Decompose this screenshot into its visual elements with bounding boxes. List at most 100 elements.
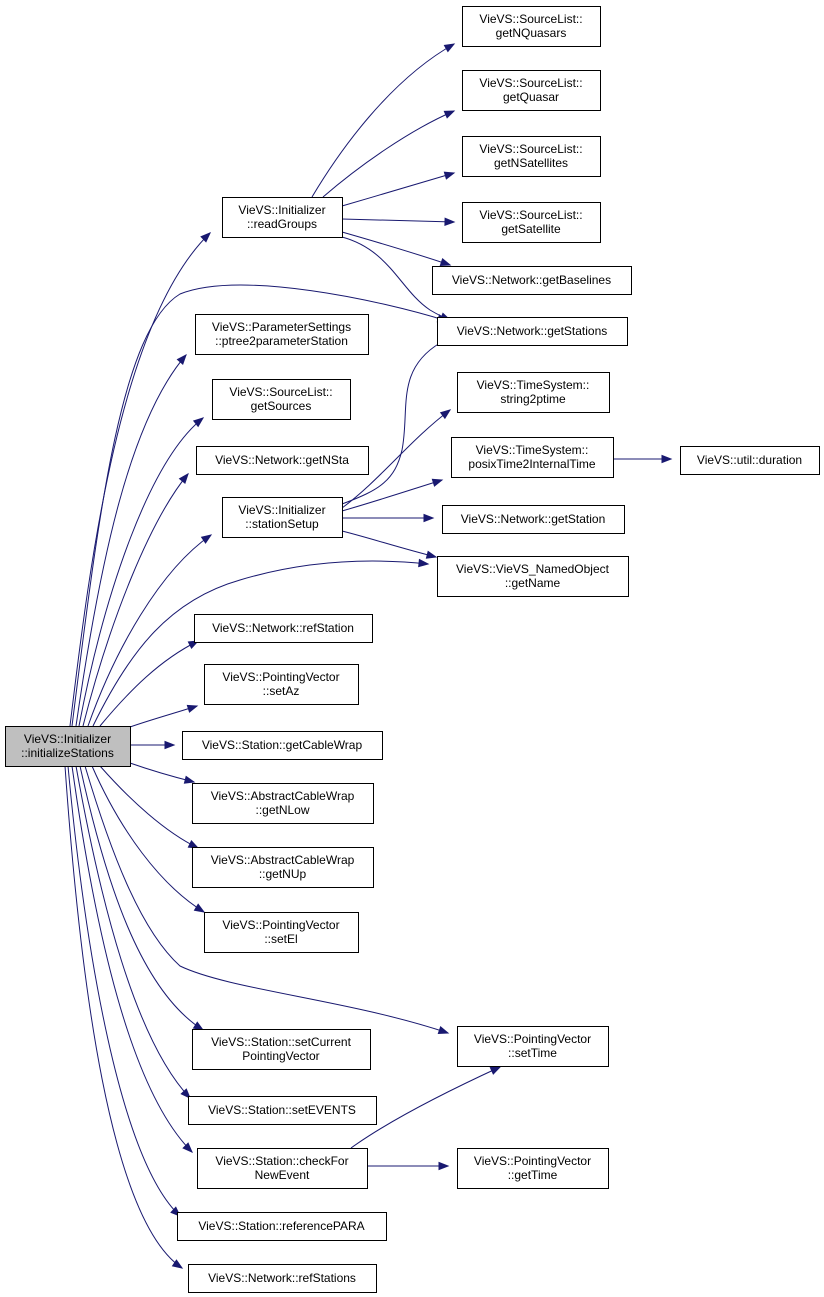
- node-box: [451, 437, 614, 478]
- node-label: VieVS::SourceList::: [479, 142, 582, 156]
- edge-line: [75, 354, 187, 727]
- node-label: getNQuasars: [496, 26, 567, 40]
- node-box: [5, 726, 131, 767]
- node-setEVENTS[interactable]: VieVS::Station::setEVENTS: [188, 1096, 377, 1125]
- node-box: [195, 314, 369, 355]
- node-initializeStations[interactable]: VieVS::Initializer::initializeStations: [5, 726, 131, 767]
- edge-readGroups-to-getNSatellites: [341, 171, 456, 207]
- node-getStation[interactable]: VieVS::Network::getStation: [442, 505, 625, 534]
- node-label: VieVS::Initializer: [24, 732, 111, 746]
- edge-arrowhead-icon: [176, 353, 187, 365]
- edge-readGroups-to-getNQuasars: [311, 43, 456, 198]
- edge-stationSetup-to-posixTime2InternalTime: [341, 478, 444, 512]
- node-getStations[interactable]: VieVS::Network::getStations: [437, 317, 628, 346]
- node-box: [196, 446, 369, 475]
- edge-readGroups-to-getBaselines: [341, 231, 452, 267]
- edge-arrowhead-icon: [418, 558, 430, 568]
- node-setEl[interactable]: VieVS::PointingVector::setEl: [204, 912, 359, 953]
- node-getCableWrap[interactable]: VieVS::Station::getCableWrap: [182, 731, 383, 760]
- edge-initializeStations-to-ptree2parameterStation: [75, 353, 187, 727]
- node-label: VieVS::AbstractCableWrap: [211, 853, 355, 867]
- edge-initializeStations-to-setTime: [84, 765, 450, 1034]
- edge-stationSetup-to-string2ptime: [341, 409, 452, 509]
- edge-stationSetup-to-getName: [341, 530, 438, 559]
- node-stationSetup[interactable]: VieVS::Initializer::stationSetup: [222, 497, 343, 538]
- node-box: [212, 379, 351, 420]
- node-label: getSatellite: [501, 222, 561, 236]
- node-label: getQuasar: [503, 90, 559, 104]
- edge-line: [341, 479, 443, 512]
- edge-arrowhead-icon: [438, 1161, 450, 1171]
- edge-line: [71, 765, 193, 1153]
- node-label: VieVS::Network::getStations: [457, 324, 608, 338]
- node-refStation[interactable]: VieVS::Network::refStation: [194, 614, 373, 643]
- edge-readGroups-to-getSatellite: [341, 217, 456, 226]
- node-label: VieVS::Station::getCableWrap: [202, 738, 363, 752]
- node-getSatellite[interactable]: VieVS::SourceList::getSatellite: [462, 202, 601, 243]
- edge-line: [91, 765, 205, 913]
- node-setAz[interactable]: VieVS::PointingVector::setAz: [204, 664, 359, 705]
- node-box: [680, 446, 820, 475]
- edge-arrowhead-icon: [200, 232, 211, 243]
- node-label: ::setAz: [263, 684, 300, 698]
- node-box: [462, 202, 601, 243]
- node-label: VieVS::Station::setEVENTS: [208, 1103, 356, 1117]
- node-getNLow[interactable]: VieVS::AbstractCableWrap::getNLow: [192, 783, 374, 824]
- node-box: [442, 505, 625, 534]
- edge-line: [322, 110, 455, 198]
- node-label: VieVS::TimeSystem::: [477, 378, 590, 392]
- node-label: VieVS::VieVS_NamedObject: [456, 562, 610, 576]
- node-string2ptime[interactable]: VieVS::TimeSystem::string2ptime: [457, 372, 610, 413]
- node-getNSatellites[interactable]: VieVS::SourceList::getNSatellites: [462, 136, 601, 177]
- node-label: VieVS::PointingVector: [222, 918, 339, 932]
- edge-line: [79, 765, 204, 1031]
- node-box: [437, 317, 628, 346]
- node-label: ::readGroups: [247, 217, 317, 231]
- edge-line: [84, 765, 449, 1034]
- node-label: ::stationSetup: [245, 517, 319, 531]
- node-label: VieVS::PointingVector: [222, 670, 339, 684]
- node-label: PointingVector: [242, 1049, 319, 1063]
- edge-posixTime2InternalTime-to-duration: [613, 454, 673, 464]
- edge-line: [341, 530, 437, 558]
- node-getNQuasars[interactable]: VieVS::SourceList::getNQuasars: [462, 6, 601, 47]
- node-getNUp[interactable]: VieVS::AbstractCableWrap::getNUp: [192, 847, 374, 888]
- node-referencePARA[interactable]: VieVS::Station::referencePARA: [177, 1212, 387, 1241]
- node-box: [204, 912, 359, 953]
- node-label: ::getTime: [508, 1168, 558, 1182]
- node-posixTime2InternalTime[interactable]: VieVS::TimeSystem::posixTime2InternalTim…: [451, 437, 614, 478]
- node-refStations[interactable]: VieVS::Network::refStations: [188, 1264, 377, 1293]
- node-box: [222, 497, 343, 538]
- edge-arrowhead-icon: [443, 171, 456, 180]
- node-box: [188, 1096, 377, 1125]
- node-getNSta[interactable]: VieVS::Network::getNSta: [196, 446, 369, 475]
- node-setTime[interactable]: VieVS::PointingVector::setTime: [457, 1026, 609, 1067]
- node-label: NewEvent: [255, 1168, 310, 1182]
- node-getTime[interactable]: VieVS::PointingVector::getTime: [457, 1148, 609, 1189]
- node-getSources[interactable]: VieVS::SourceList::getSources: [212, 379, 351, 420]
- edge-initializeStations-to-getNSta: [82, 472, 189, 727]
- edge-arrowhead-icon: [443, 43, 456, 53]
- node-label: VieVS::Network::refStations: [208, 1271, 356, 1285]
- edge-line: [78, 417, 204, 727]
- edge-arrowhead-icon: [183, 775, 196, 784]
- node-getName[interactable]: VieVS::VieVS_NamedObject::getName: [437, 556, 629, 597]
- edge-arrowhead-icon: [444, 217, 456, 226]
- node-duration[interactable]: VieVS::util::duration: [680, 446, 820, 475]
- node-readGroups[interactable]: VieVS::Initializer::readGroups: [222, 197, 343, 238]
- node-label: VieVS::SourceList::: [479, 208, 582, 222]
- node-getQuasar[interactable]: VieVS::SourceList::getQuasar: [462, 70, 601, 111]
- node-ptree2parameterStation[interactable]: VieVS::ParameterSettings::ptree2paramete…: [195, 314, 369, 355]
- node-box: [457, 1148, 609, 1189]
- edge-readGroups-to-getQuasar: [322, 110, 456, 198]
- edge-line: [129, 705, 198, 728]
- edge-arrowhead-icon: [187, 840, 200, 849]
- node-label: getSources: [251, 399, 312, 413]
- edge-initializeStations-to-checkForNewEvent: [71, 765, 193, 1153]
- node-getBaselines[interactable]: VieVS::Network::getBaselines: [432, 266, 632, 295]
- edge-checkForNewEvent-to-setTime: [350, 1066, 502, 1149]
- node-box: [462, 136, 601, 177]
- edge-line: [99, 640, 199, 727]
